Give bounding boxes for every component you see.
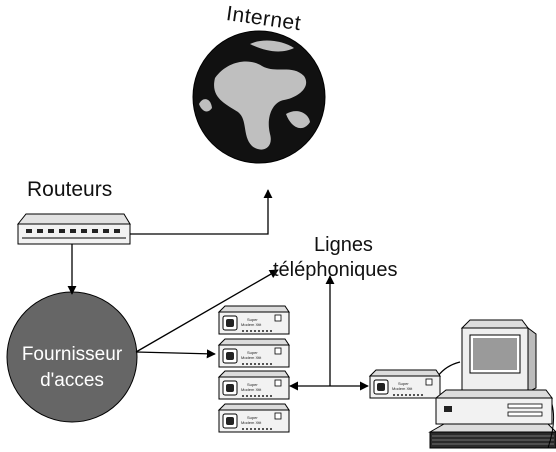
- globe-icon: [192, 30, 326, 164]
- provider-label: Fournisseur d'acces: [6, 342, 138, 394]
- svg-text:Super: Super: [247, 317, 258, 322]
- provider-label-line2: d'acces: [40, 370, 104, 391]
- svg-text:Modem Xtit: Modem Xtit: [392, 386, 413, 391]
- modem-icon: Super Modem Xtit: [369, 369, 441, 399]
- routers-label: Routeurs: [27, 178, 113, 201]
- modem-icon: Super Modem Xtit: [218, 370, 290, 400]
- phone-lines-label-line2: téléphoniques: [273, 259, 398, 281]
- phone-lines-label-line1: Lignes: [314, 234, 373, 256]
- desktop-computer-icon: [428, 319, 556, 449]
- router-icon: [16, 213, 131, 245]
- provider-label-line1: Fournisseur: [21, 344, 123, 365]
- svg-text:Modem Xtit: Modem Xtit: [241, 322, 262, 327]
- modem-icon: Super Modem Xtit: [218, 403, 290, 433]
- svg-text:Super: Super: [247, 415, 258, 420]
- svg-text:Super: Super: [247, 350, 258, 355]
- svg-text:Modem Xtit: Modem Xtit: [241, 355, 262, 360]
- svg-text:Super: Super: [398, 381, 409, 386]
- modem-icon: Super Modem Xtit: [218, 305, 290, 335]
- svg-text:Modem Xtit: Modem Xtit: [241, 420, 262, 425]
- svg-text:Super: Super: [247, 382, 258, 387]
- modem-icon: Super Modem Xtit: [218, 338, 290, 368]
- svg-text:Modem Xtit: Modem Xtit: [241, 387, 262, 392]
- connection-lines: [67, 189, 461, 391]
